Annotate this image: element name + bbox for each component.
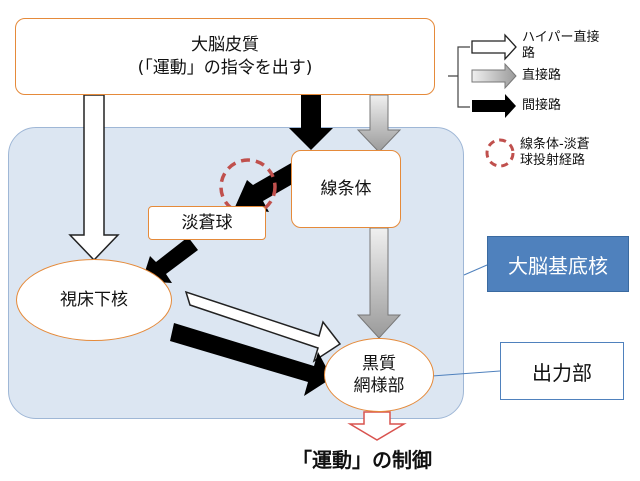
legend-indirect-arrow <box>472 94 516 118</box>
striatum-node: 線条体 <box>291 150 401 228</box>
indirect-arrow-gp-to-stn <box>142 237 198 283</box>
striatum-label: 線条体 <box>320 178 372 199</box>
legend-indirect-label: 間接路 <box>522 98 562 113</box>
cortex-node: 大脳皮質 (「運動」の指令を出す) <box>15 18 435 95</box>
striato-pallidal-dashed-circle <box>219 158 277 216</box>
indirect-arrow-striatum-to-gp <box>235 162 303 212</box>
legend-hyperdirect-label: ハイパー直接 路 <box>522 30 600 62</box>
subthalamic-nucleus-label: 視床下核 <box>60 289 128 310</box>
legend-bracket <box>448 46 470 108</box>
output-callout-label: 出力部 <box>532 360 592 385</box>
globus-pallidus-label: 淡蒼球 <box>181 212 233 233</box>
hyperdirect-arrow-stn-to-snr <box>184 290 342 363</box>
motor-control-label: 「運動」の制御 <box>292 448 432 472</box>
indirect-arrow-stn-to-snr <box>170 323 332 396</box>
hyperdirect-arrow-cortex-to-stn <box>68 94 120 262</box>
direct-arrow-cortex-to-striatum <box>356 94 402 153</box>
subthalamic-nucleus-node: 視床下核 <box>16 259 172 341</box>
legend-striato-pallidal-label: 線条体-淡蒼 球投射経路 <box>520 137 590 169</box>
basal-ganglia-callout-label: 大脳基底核 <box>508 253 608 278</box>
indirect-arrow-cortex-to-striatum <box>289 95 333 150</box>
legend-direct-label: 直接路 <box>522 68 562 83</box>
substantia-nigra-node: 黒質 網様部 <box>324 338 434 412</box>
globus-pallidus-node: 淡蒼球 <box>148 206 266 240</box>
callout-line-basal-ganglia <box>463 264 488 276</box>
output-callout: 出力部 <box>500 342 624 400</box>
output-arrow <box>347 411 407 441</box>
legend-dashed-circle-icon <box>485 138 515 168</box>
legend-hyperdirect-arrow <box>471 33 517 61</box>
legend-direct-arrow <box>471 62 517 90</box>
cortex-label: 大脳皮質 (「運動」の指令を出す) <box>137 34 313 78</box>
direct-arrow-striatum-to-snr <box>356 227 402 339</box>
basal-ganglia-callout: 大脳基底核 <box>487 236 629 292</box>
substantia-nigra-label: 黒質 網様部 <box>353 353 405 396</box>
callout-line-output <box>431 370 501 377</box>
